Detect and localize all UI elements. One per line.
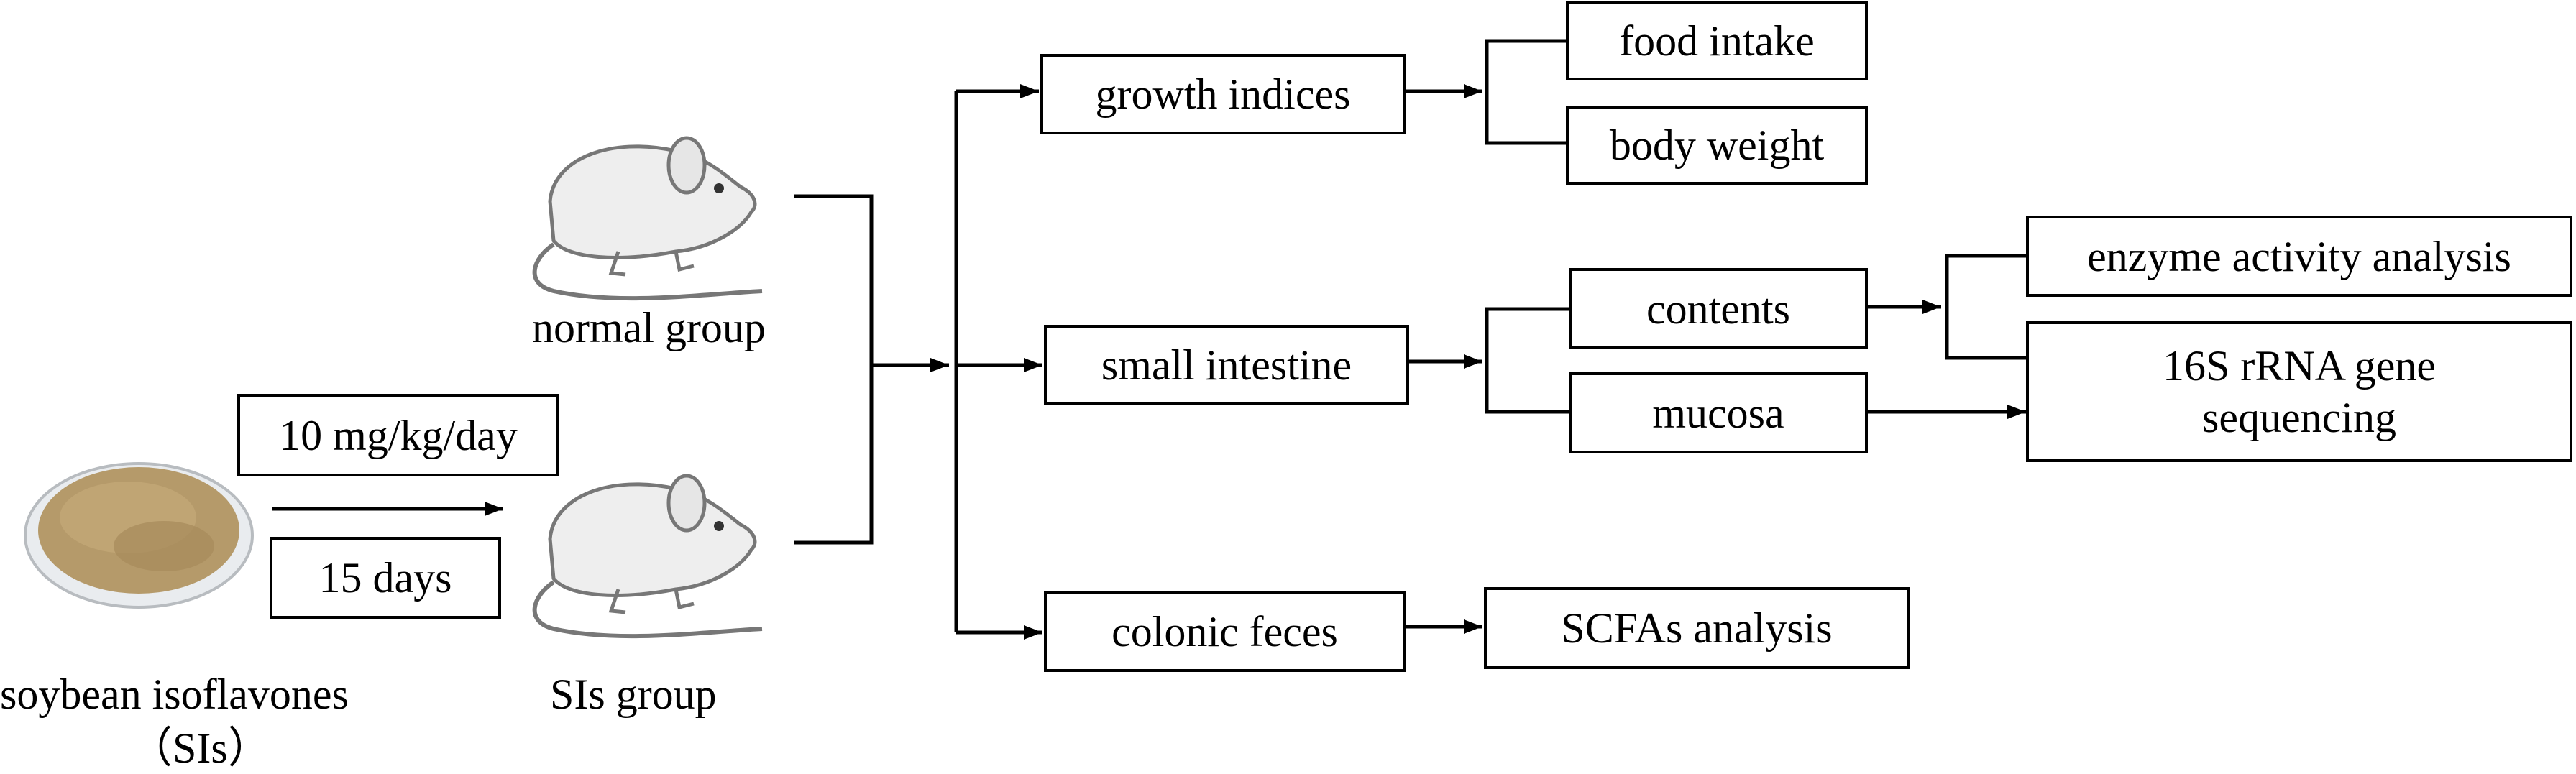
soybean-label: soybean isoflavones [0,671,349,718]
scfa-analysis-box: SCFAs analysis [1484,587,1910,669]
mouse-icon [532,136,763,301]
sequencing-box: 16S rRNA gene sequencing [2026,321,2572,462]
mouse-icon [532,474,763,639]
duration-box: 15 days [270,537,501,619]
growth-bracket [1485,39,1566,145]
small-intestine-box: small intestine [1044,325,1409,405]
contents-box: contents [1569,268,1868,349]
sis-group-label: SIs group [550,671,717,718]
soybean-powder-dish-icon [24,462,254,609]
body-weight-box: body weight [1566,106,1868,185]
colonic-feces-box: colonic feces [1044,591,1406,672]
normal-group-label: normal group [532,304,766,351]
mice-bracket [794,194,874,545]
sis-abbrev-label: （SIs） [129,724,271,772]
sequencing-line1: 16S rRNA gene [2163,342,2436,390]
dose-box: 10 mg/kg/day [237,394,559,476]
mucosa-box: mucosa [1569,372,1868,453]
sequencing-line2: sequencing [2202,394,2396,441]
enzyme-analysis-box: enzyme activity analysis [2026,216,2572,297]
food-intake-box: food intake [1566,1,1868,80]
contents-bracket [1945,254,2026,360]
intestine-bracket [1485,307,1569,414]
growth-indices-box: growth indices [1040,54,1406,134]
